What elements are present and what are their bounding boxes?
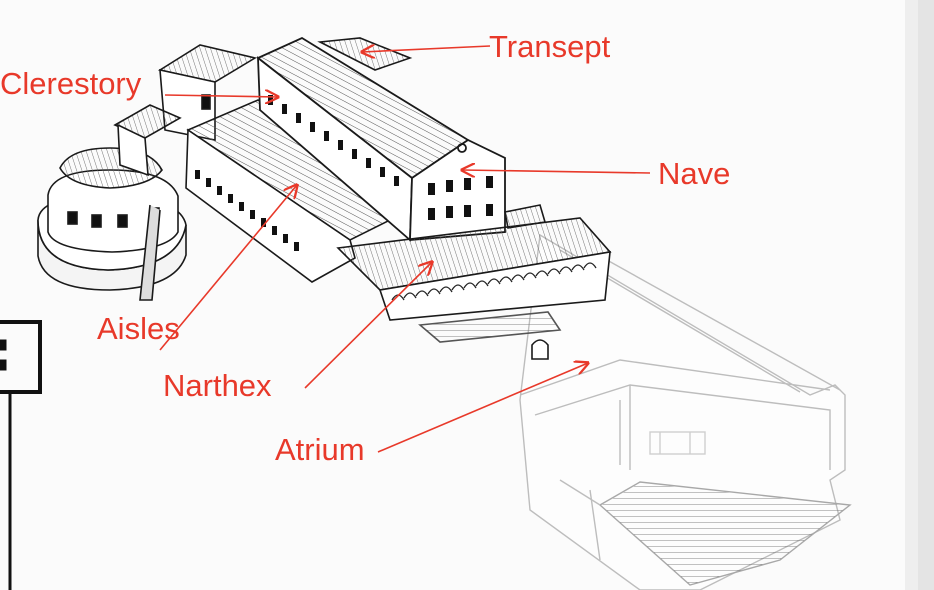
clerestory-label: Clerestory [0,66,142,101]
narthex-arrow [304,262,432,389]
left-page-fragment [0,320,42,590]
aisles-label: Aisles [97,311,180,346]
annotation-arrows [159,46,651,453]
nave-label: Nave [658,156,731,191]
page-edge [905,0,934,590]
atrium-courtyard [519,233,852,590]
narthex-block [336,204,612,360]
narthex-label: Narthex [163,368,272,403]
transept-annex [113,37,413,177]
nave-block [256,36,506,242]
aisle-block [185,99,422,283]
atrium-label: Atrium [275,432,365,467]
transept-label: Transept [489,29,611,64]
atrium-arrow [377,363,588,453]
transept-arrow [362,46,491,52]
clerestory-arrow [164,95,278,97]
nave-arrow [462,170,651,173]
aisles-arrow [159,185,297,351]
mausoleum [37,147,187,301]
